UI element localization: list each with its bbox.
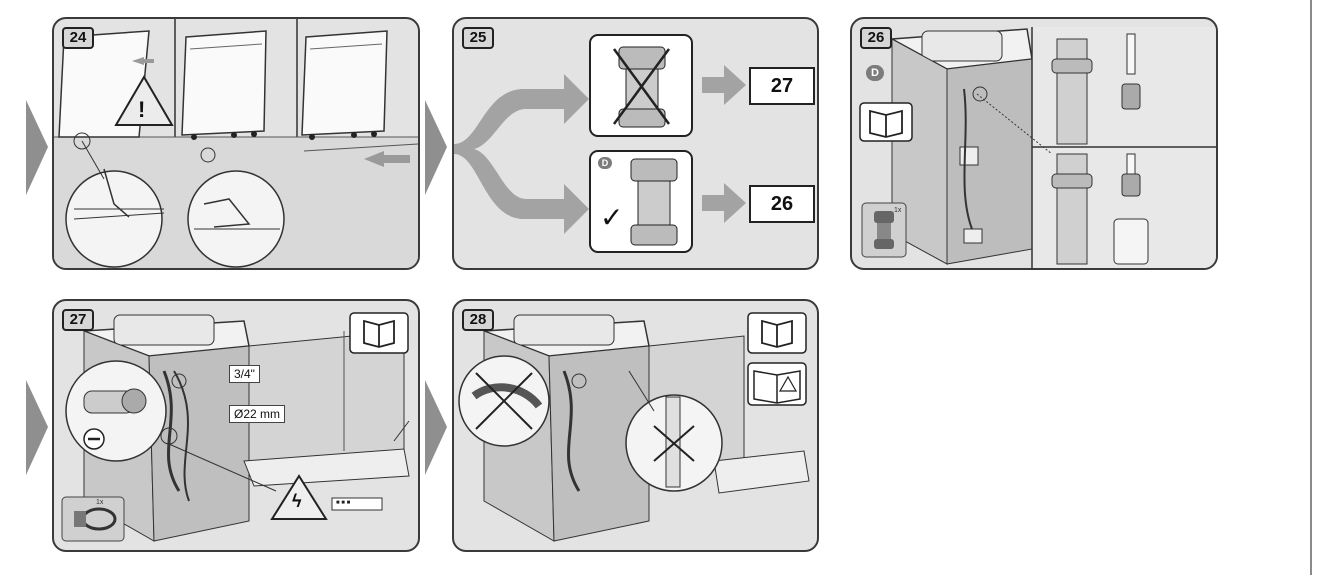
open-book-icon [869,109,903,138]
country-badge: D [866,65,884,81]
step-number: 28 [462,309,494,331]
quantity-label: 1x [894,207,902,214]
chevron-right-icon [26,100,48,195]
diameter-label: Ø22 mm [229,405,286,423]
rating-plate-text: ■ ■ ■ [336,500,351,506]
step-number: 27 [62,309,94,331]
thread-size-label: 3/4" [229,365,260,383]
high-voltage-icon [270,474,328,520]
step-25-panel: 25 27 26 D ✓ [452,17,819,270]
chevron-right-icon [425,380,447,475]
country-badge: D [598,157,612,169]
step-number: 25 [462,27,494,49]
warning-mark: ! [138,97,146,122]
warning-triangle-icon [114,75,174,126]
go-to-step-26-box[interactable]: 26 [749,185,815,223]
step-number: 24 [62,27,94,49]
step-28-panel: 28 [452,299,819,552]
open-book-icon [363,319,395,348]
step-26-illustration [859,27,1216,268]
step-number: 26 [860,27,892,49]
step-26-panel: 26 D 1x [850,17,1218,270]
step-28-illustration [458,312,810,542]
warning-triangle-icon [778,375,798,392]
checkmark-icon: ✓ [600,201,624,234]
open-book-icon [761,319,793,348]
step-24-panel: 24 ! [52,17,420,270]
quantity-label: 1x [96,499,104,506]
step-27-panel: 27 3/4" Ø22 mm 1x ■ ■ ■ ϟ [52,299,420,552]
step-24-illustration [54,19,418,268]
step-25-illustration [454,34,746,253]
go-to-step-27-box[interactable]: 27 [749,67,815,105]
step-27-illustration [61,312,410,542]
chevron-right-icon [425,100,447,195]
chevron-right-icon [26,380,48,475]
electric-mark: ϟ [292,491,302,511]
page-edge-rule [1310,0,1312,575]
